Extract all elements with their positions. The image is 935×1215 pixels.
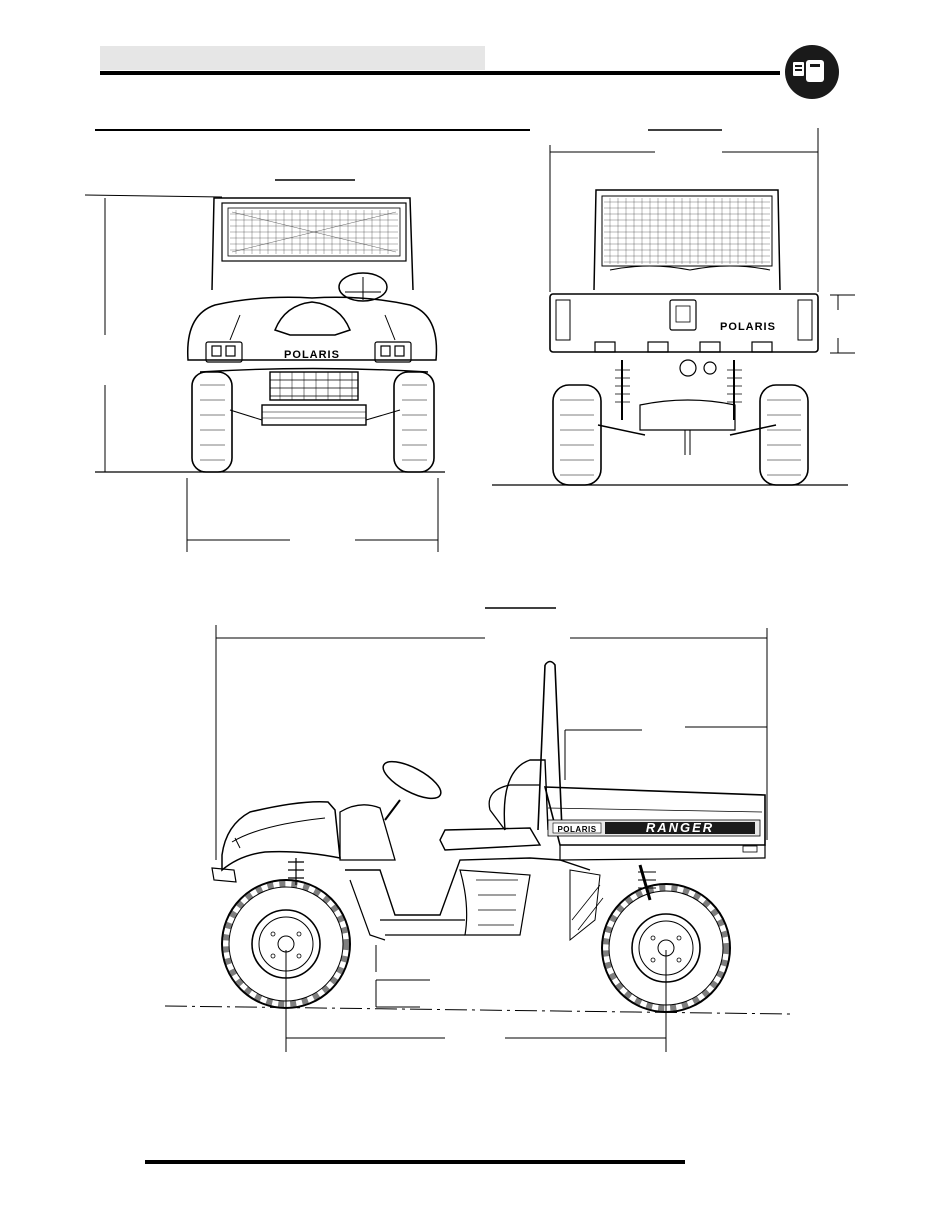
- front-right-wheel: [393, 371, 435, 473]
- front-hood: [186, 296, 438, 361]
- rear-view: POLARIS: [492, 128, 855, 486]
- side-front-wheel: [221, 879, 351, 1009]
- rear-left-wheel: [552, 384, 602, 486]
- side-cargo-box: [543, 786, 766, 861]
- front-view: POLARIS: [84, 129, 530, 552]
- front-windshield-mesh: [230, 210, 398, 254]
- side-roll-bar: [488, 660, 563, 831]
- side-ground-line: [164, 1005, 791, 1015]
- front-headlight-left: [205, 341, 243, 363]
- manual-section-tab-icon: [785, 45, 839, 99]
- side-polaris-logo: POLARIS: [557, 825, 596, 834]
- page-header: [100, 45, 839, 99]
- side-view: POLARIS RANGER: [164, 607, 791, 1052]
- side-ranger-logo: RANGER: [646, 820, 714, 835]
- header-title-bar: [100, 46, 485, 70]
- side-seat: [439, 759, 549, 851]
- side-hood: [211, 800, 396, 883]
- front-polaris-logo: POLARIS: [284, 349, 340, 361]
- rear-cargo-box: [549, 293, 819, 353]
- rear-right-wheel: [759, 384, 809, 486]
- side-rear-suspension: [569, 864, 656, 942]
- front-bumper: [199, 367, 429, 426]
- front-headlight-right: [374, 341, 412, 363]
- front-left-wheel: [191, 371, 233, 473]
- rear-window-mesh: [604, 198, 770, 264]
- side-steering-wheel: [382, 760, 442, 821]
- side-chassis: [345, 857, 591, 941]
- side-rear-wheel: [601, 883, 731, 1013]
- rear-suspension: [594, 341, 777, 455]
- side-front-suspension: [288, 858, 304, 885]
- rear-polaris-logo: POLARIS: [720, 321, 776, 333]
- rear-cab: [593, 189, 781, 291]
- front-steering-wheel: [338, 272, 388, 302]
